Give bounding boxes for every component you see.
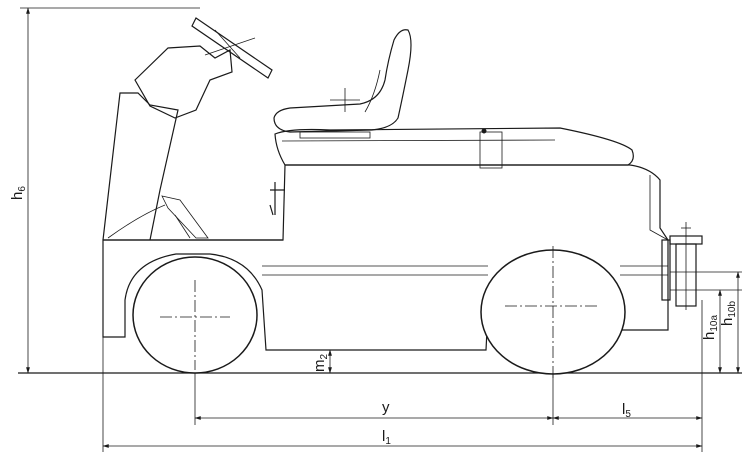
dimension-lines: [20, 7, 740, 452]
label-h10a: h10a: [701, 315, 720, 340]
label-h10b: h10b: [719, 301, 738, 326]
steering-wheel: [134, 17, 273, 119]
tow-coupling: [661, 222, 742, 310]
label-h6: h6: [9, 186, 28, 200]
front-wheel: [132, 256, 258, 374]
operator-seat: [273, 29, 412, 139]
rear-wheel: [480, 246, 626, 380]
label-l1: l1: [382, 428, 391, 447]
label-l5: l5: [622, 401, 631, 420]
label-m2: m2: [311, 354, 330, 373]
label-y: y: [382, 399, 390, 416]
